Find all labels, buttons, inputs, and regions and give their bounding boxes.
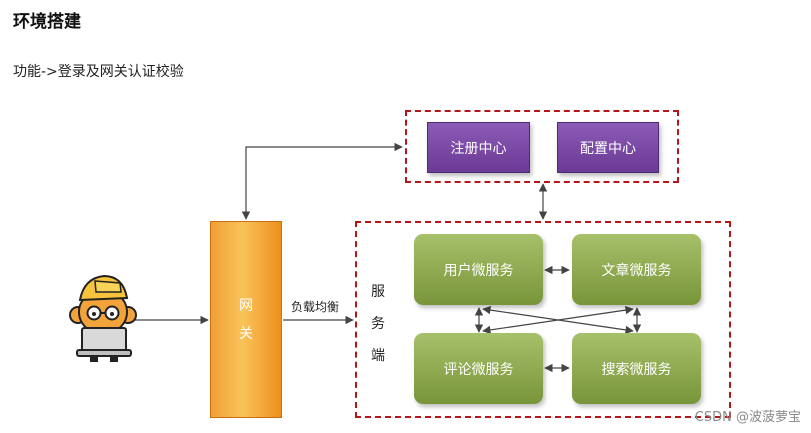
server-label: 服 务 端: [368, 276, 388, 372]
gateway-char: 关: [239, 325, 253, 342]
server-char: 服: [371, 284, 385, 300]
page-subtitle: 功能->登录及网关认证校验: [13, 64, 184, 80]
config-center-box: 配置中心: [557, 122, 659, 173]
server-char: 端: [371, 348, 385, 364]
watermark: CSDN @波菠萝宝: [694, 410, 801, 425]
registry-center-box: 注册中心: [427, 122, 530, 173]
article-comment-arrow: [482, 305, 634, 335]
registry-config-group: [405, 110, 679, 183]
article-service-box: 文章微服务: [572, 234, 701, 305]
user-avatar-icon: [69, 274, 137, 362]
comment-service-box: 评论微服务: [414, 333, 543, 404]
gateway-box: 网 关: [210, 221, 282, 418]
search-service-box: 搜索微服务: [572, 333, 701, 404]
gateway-registry-arrow: [241, 142, 403, 220]
user-service-box: 用户微服务: [414, 234, 543, 305]
gateway-char: 网: [239, 297, 253, 314]
page-heading: 环境搭建: [13, 12, 81, 32]
load-balance-label: 负载均衡: [291, 300, 340, 314]
server-char: 务: [371, 316, 385, 332]
server-group: [355, 221, 731, 418]
